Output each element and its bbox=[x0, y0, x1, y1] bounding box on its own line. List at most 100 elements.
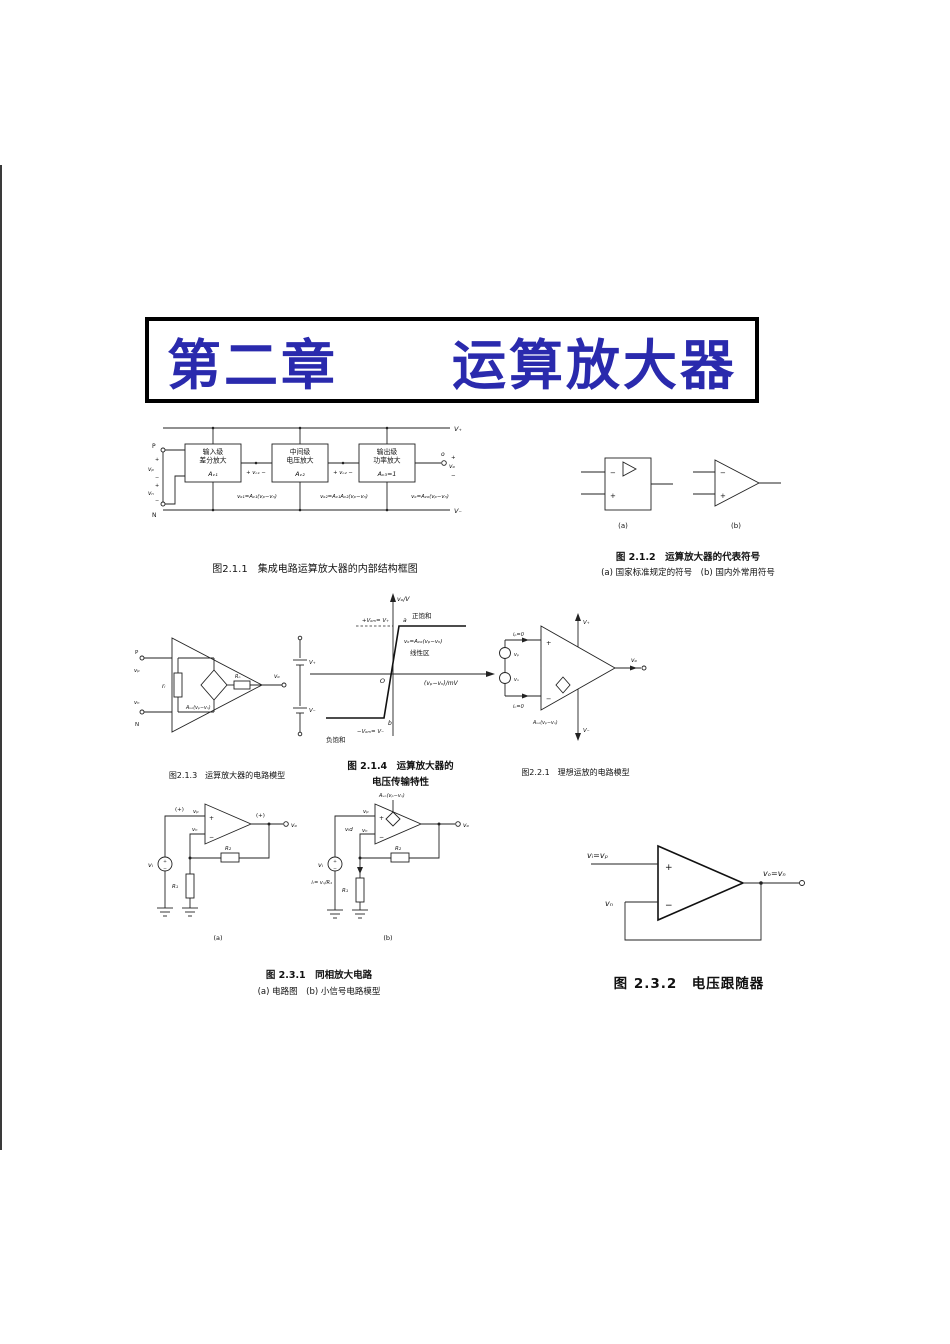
point-b-label: b bbox=[388, 720, 392, 727]
linear-region-label: 线性区 bbox=[410, 648, 430, 657]
input-resistance-symbol bbox=[173, 672, 183, 698]
symbol-b-wires bbox=[693, 471, 781, 495]
vp-label: vₚ bbox=[514, 652, 519, 658]
dependent-source-label: Aᵥₒ(vₚ−vₙ) bbox=[378, 793, 405, 799]
middle-stage-line2: 电压放大 bbox=[286, 456, 313, 465]
supply-leads bbox=[575, 613, 581, 741]
circuit-a: + − + − bbox=[148, 803, 298, 942]
x-axis-label: (vₚ−vₙ)/mV bbox=[424, 680, 459, 687]
v-plus-label: V₊ bbox=[583, 620, 590, 626]
vp-label: vₚ bbox=[363, 809, 369, 815]
ip-zero-label: iₚ=0 bbox=[513, 632, 524, 638]
vp-label: vₚ bbox=[134, 668, 140, 674]
fig-2-3-2-diagram: + − vᵢ=vₚ vₙ vₒ=vₙ bbox=[587, 844, 805, 941]
plus-mark: + bbox=[451, 455, 456, 461]
fig-2-1-2: − + (a) − + (b) bbox=[573, 448, 795, 540]
vi-label: vᵢ bbox=[318, 861, 324, 869]
r2-label: R₂ bbox=[395, 846, 402, 852]
scan-edge-line bbox=[0, 165, 2, 1150]
equation-vo1: vₒ₁=Aᵥ₁(vₚ−vₙ) bbox=[237, 494, 277, 500]
plus-mark: + bbox=[665, 863, 673, 873]
output-branch bbox=[227, 680, 287, 690]
minus-mark: − bbox=[379, 834, 384, 841]
minus-mark: − bbox=[720, 469, 726, 477]
feedback-resistor-r2 bbox=[220, 852, 240, 863]
vid-label: vᵢd bbox=[345, 827, 353, 833]
vo-label: vₒ bbox=[274, 674, 280, 680]
ground-symbol bbox=[182, 907, 198, 917]
plus-mark: + bbox=[379, 815, 384, 822]
vp-label: vₚ bbox=[193, 809, 199, 815]
resistor-r1 bbox=[185, 873, 195, 899]
y-axis-label: vₒ/V bbox=[397, 596, 410, 603]
vo-label: vₒ bbox=[449, 463, 456, 470]
ro-label: Rₒ bbox=[235, 674, 241, 680]
equation-vo2: vₒ₂=Aᵥ₁Aᵥ₂(vₚ−vₙ) bbox=[320, 494, 368, 500]
supply-batteries bbox=[293, 635, 307, 737]
opamp-rect-symbol bbox=[604, 457, 652, 511]
feedback-resistor-r2 bbox=[390, 852, 410, 863]
dependent-source-diamond bbox=[385, 811, 401, 827]
plus-mark: + bbox=[209, 815, 214, 822]
fig-2-1-3: P vₚ vₙ N rᵢ Aᵥₒ(vₚ−vₙ) Rₒ vₒ bbox=[132, 620, 322, 768]
output-terminal-label: o bbox=[441, 451, 445, 458]
resistor-r1 bbox=[355, 877, 365, 903]
p-terminal-label: P bbox=[152, 443, 156, 450]
fig-2-3-1-caption: 图 2.3.1 同相放大电路 bbox=[265, 970, 373, 981]
fig-2-2-1: iₚ=0 iₙ=0 vₚ vₙ + − Aᵥₒ(vₚ−vₙ) V₊ V₋ vₒ bbox=[493, 598, 653, 760]
dependent-source-diamond bbox=[555, 676, 571, 694]
output-wire bbox=[615, 665, 647, 671]
vo2-label: + vₒ₂ − bbox=[333, 470, 353, 476]
polarity-mark: (+) bbox=[175, 807, 184, 813]
ri-label: rᵢ bbox=[162, 684, 165, 690]
r2-label: R₂ bbox=[225, 846, 232, 852]
fig-2-1-4-diagram: vₒ/V (vₚ−vₙ)/mV O a b +Vₒₘ= V₊ −Vₒₘ= V₋ … bbox=[310, 593, 495, 744]
input-wires bbox=[499, 637, 541, 699]
fig-2-3-1-subcaption: (a) 电路图 (b) 小信号电路模型 bbox=[257, 987, 381, 997]
circuit-b: + − + − Aᵥₒ(vₚ−vₙ) vₒ R₂ bbox=[311, 793, 469, 942]
ground-symbol bbox=[352, 909, 368, 919]
fig-2-1-2-diagram: − + (a) − + (b) bbox=[581, 457, 781, 530]
fig-2-3-1: + − + − bbox=[143, 786, 495, 958]
n-terminal-label: N bbox=[152, 512, 157, 519]
minus-mark: − bbox=[610, 469, 616, 477]
middle-stage-block bbox=[271, 443, 329, 483]
opamp-triangle-symbol bbox=[171, 637, 263, 733]
fig-2-1-4-caption: 图 2.1.4 运算放大器的 电压传输特性 bbox=[298, 759, 503, 791]
minus-mark: − bbox=[451, 473, 456, 479]
vo1-label: + vₒ₁ − bbox=[246, 470, 266, 476]
p-terminal-label: P bbox=[135, 650, 139, 656]
input-voltage-label: vᵢ=vₚ bbox=[587, 851, 609, 860]
fig-2-3-1-diagram: + − + − bbox=[148, 793, 470, 942]
vn-label: vₙ bbox=[192, 827, 197, 833]
opamp-triangle-symbol bbox=[204, 803, 253, 845]
vn-label: vₙ bbox=[605, 899, 613, 908]
r1-label: R₁ bbox=[172, 884, 178, 890]
minus-mark: − bbox=[546, 695, 551, 703]
v-minus-label: V₋ bbox=[583, 728, 590, 734]
chapter-title: 第二章 运算放大器 bbox=[167, 332, 737, 397]
dependent-source-label: Aᵥₒ(vₚ−vₙ) bbox=[532, 720, 558, 726]
input-stage-line2: 差分放大 bbox=[199, 456, 226, 465]
positive-saturation-label: 正饱和 bbox=[412, 611, 432, 620]
fig-2-2-1-diagram: iₚ=0 iₙ=0 vₚ vₙ + − Aᵥₒ(vₚ−vₙ) V₊ V₋ vₒ bbox=[499, 613, 647, 741]
label-b: (b) bbox=[731, 522, 741, 530]
fig-2-3-2-caption: 图 2.3.2 电压跟随器 bbox=[613, 976, 765, 992]
vn-label: vₙ bbox=[362, 828, 367, 834]
vom-negative-label: −Vₒₘ= V₋ bbox=[357, 729, 384, 735]
signal-wires bbox=[241, 460, 447, 466]
middle-stage-gain: Aᵥ₂ bbox=[294, 471, 305, 478]
input-stage-line1: 输入级 bbox=[203, 447, 224, 456]
minus-mark: − bbox=[333, 867, 337, 872]
v-plus-label: V₊ bbox=[309, 660, 316, 666]
n-terminal-label: N bbox=[135, 722, 139, 728]
label-a: (a) bbox=[618, 522, 628, 530]
power-rails bbox=[163, 426, 450, 512]
v-minus-label: V₋ bbox=[454, 507, 462, 515]
fig-2-2-1-caption: 图2.2.1 理想运放的电路模型 bbox=[521, 768, 630, 777]
input-stage-gain: Aᵥ₁ bbox=[207, 471, 218, 478]
minus-mark: − bbox=[163, 867, 167, 872]
output-voltage-label: vₒ=vₙ bbox=[763, 869, 786, 878]
r1-label: R₁ bbox=[342, 888, 348, 894]
